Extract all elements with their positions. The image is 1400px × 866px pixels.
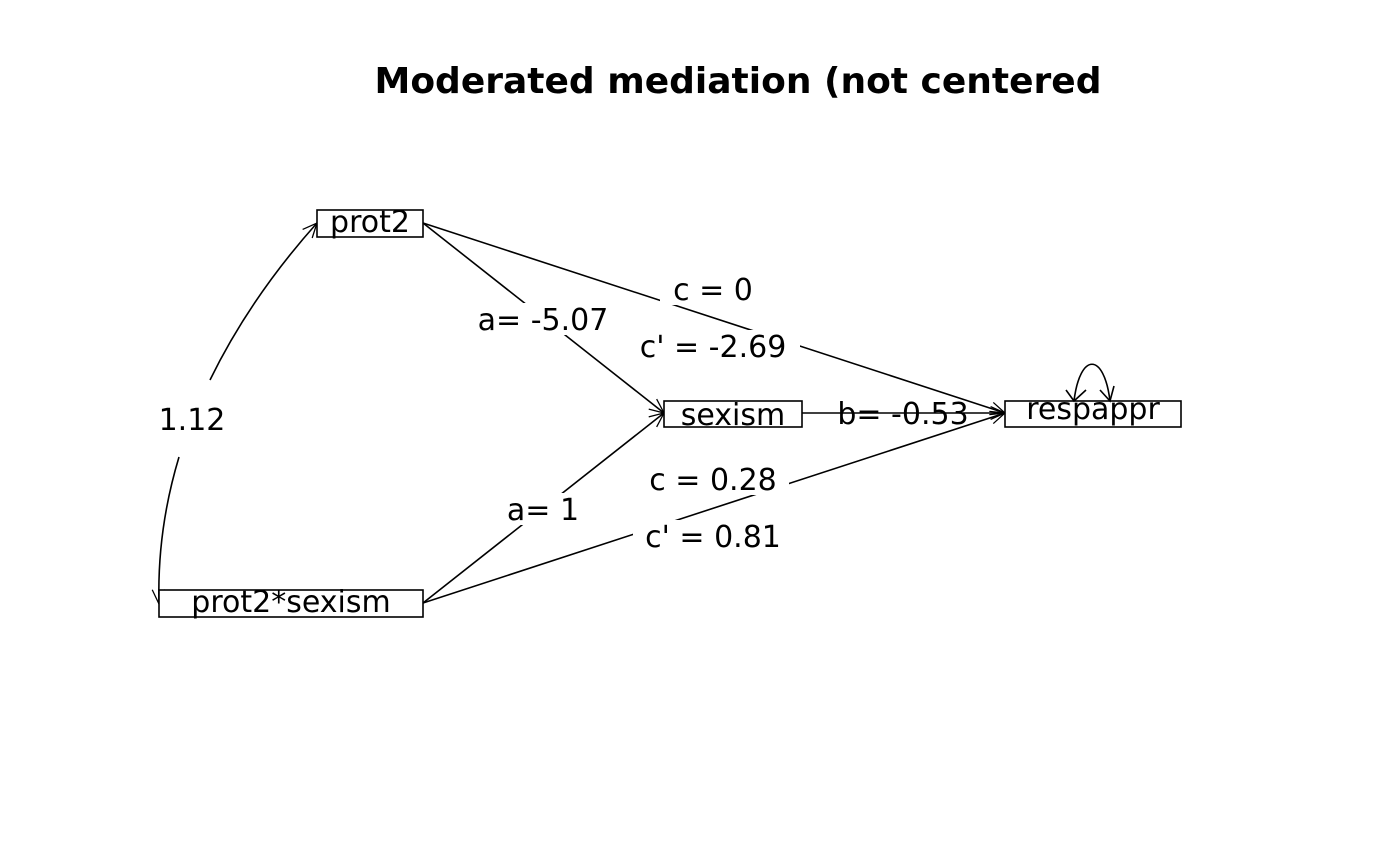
edge-label-a-prot2: a= -5.07: [478, 303, 609, 338]
covariance-arc-upper: [209, 223, 317, 381]
node-prot2: prot2: [316, 205, 424, 240]
node-label-prot2: prot2: [330, 205, 410, 240]
edge-label-covariance: 1.12: [159, 403, 226, 438]
residual-loop-arrowhead-right: [1099, 385, 1115, 403]
residual-loop-arrowhead-left: [1065, 389, 1087, 403]
residual-loop-respappr: [1073, 363, 1111, 402]
edge-label-cprime-interaction: c' = 0.81: [645, 520, 781, 555]
edge-label-cprime-prot2: c' = -2.69: [640, 330, 787, 365]
edge-label-c-interaction: c = 0.28: [649, 463, 777, 498]
node-label-respappr: respappr: [1026, 392, 1160, 427]
node-interaction: prot2*sexism: [158, 585, 424, 620]
edge-label-c-prot2: c = 0: [673, 273, 753, 308]
edge-interaction-respappr: [422, 413, 1005, 604]
edge-prot2-respappr: [422, 222, 1005, 413]
diagram-title: Moderated mediation (not centered: [375, 61, 1102, 102]
node-respappr: respappr: [1004, 392, 1182, 428]
node-label-sexism: sexism: [681, 398, 786, 433]
edge-label-a-interaction: a= 1: [507, 493, 579, 528]
covariance-arc-lower: [159, 456, 180, 604]
node-label-interaction: prot2*sexism: [191, 585, 390, 620]
node-sexism: sexism: [663, 398, 803, 433]
edge-label-b: b= -0.53: [837, 397, 968, 432]
